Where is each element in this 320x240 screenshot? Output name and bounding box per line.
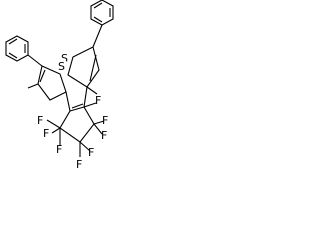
sulfur-label-top: S: [61, 52, 68, 65]
fluorine-label: F: [43, 127, 49, 140]
fluorine-label: F: [76, 158, 82, 171]
fluorine-label: F: [95, 94, 101, 107]
fluorine-label: F: [88, 146, 94, 159]
cyclopentene-ring: [59, 106, 95, 143]
fluorine-label: F: [101, 129, 107, 142]
atom-labels: S S F F F F F F F F: [37, 52, 108, 171]
molecule-svg: S S F F F F F F F F: [5, 0, 114, 171]
fluorine-label: F: [56, 143, 62, 156]
thiophene-ring-top: [67, 46, 100, 88]
fluorine-label: F: [37, 114, 43, 127]
phenyl-ring-top: [90, 0, 114, 26]
thiophene-ring-left: [37, 65, 67, 101]
bond-lines: [5, 0, 114, 157]
sulfur-label-left: S: [58, 60, 65, 73]
fluorine-label: F: [102, 114, 108, 127]
structure-diagram: S S F F F F F F F F: [0, 0, 130, 174]
